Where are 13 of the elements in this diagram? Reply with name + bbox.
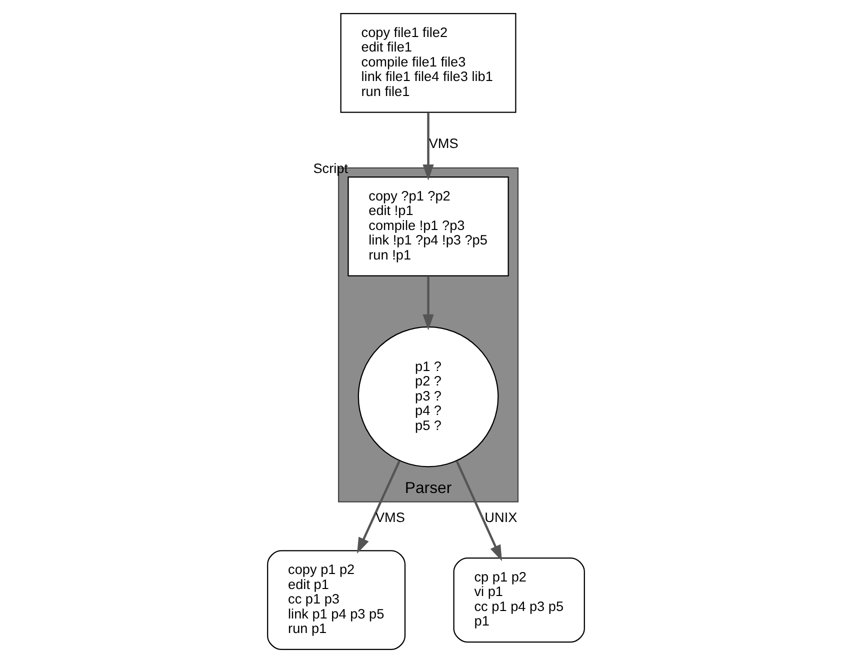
node-label: Script	[312, 160, 348, 176]
node-box: copy file1 file2 edit file1 compile file1 file3 link file1 file4 file3 lib1 run file1	[340, 12, 516, 112]
arrow	[356, 460, 400, 554]
edge-label: UNIX	[484, 509, 517, 524]
node-box: copy ?p1 ?p2 edit !p1 compile !p1 ?p3 link !p1 ?p4 !p3 ?p5 run !p1	[347, 176, 508, 276]
arrow	[455, 460, 502, 561]
edge-label: VMS	[428, 136, 458, 151]
arrow	[422, 276, 434, 330]
node-circle: p1 ? p2 ? p3 ? p4 ? p5 ?	[357, 326, 498, 467]
node-box: copy p1 p2 edit p1 cc p1 p3 link p1 p4 p3 p5 run p1	[266, 550, 406, 650]
node-box: cp p1 p2 vi p1 cc p1 p4 p3 p5 p1	[452, 556, 584, 642]
edge-label: VMS	[374, 509, 404, 524]
arrow	[422, 112, 434, 180]
